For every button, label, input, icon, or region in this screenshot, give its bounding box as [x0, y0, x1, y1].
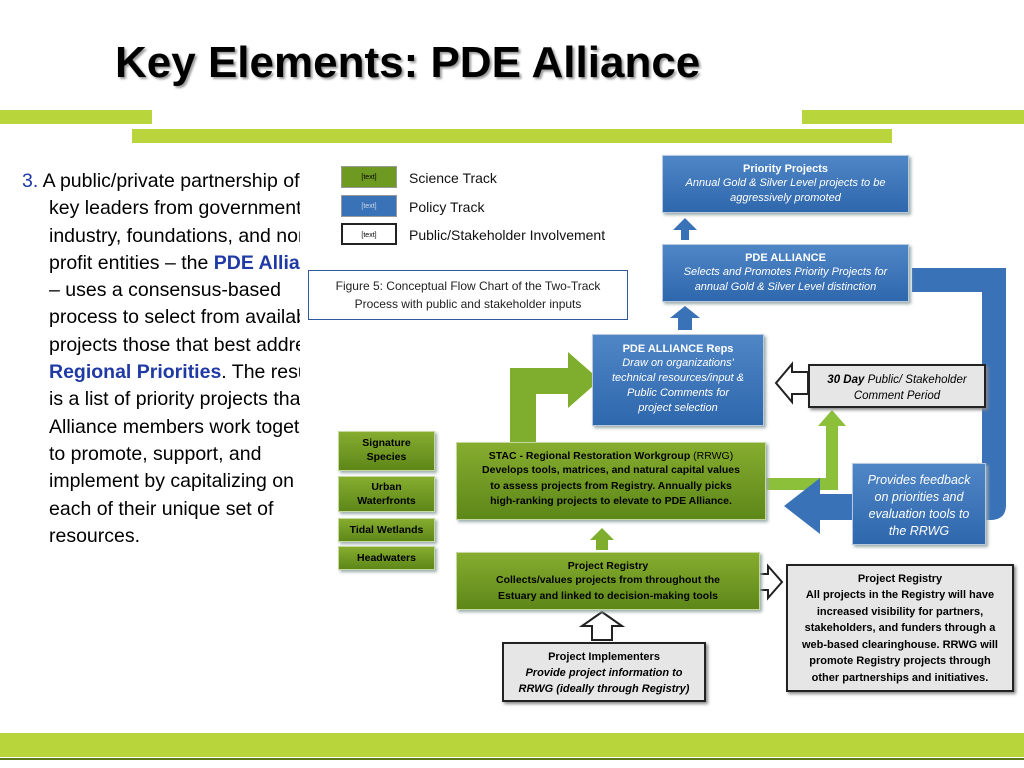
slide-title: Key Elements: PDE Alliance	[115, 38, 701, 87]
bottom-bar-line	[0, 758, 1024, 760]
feedback-line-1: Provides feedback	[867, 473, 971, 487]
signature-species-box: Signature Species	[338, 431, 435, 471]
pde-alliance-line-2: annual Gold & Silver Level distinction	[694, 281, 877, 293]
feedback-line-4: the RRWG	[888, 524, 950, 538]
project-registry-line-2: Estuary and linked to decision-making to…	[498, 589, 718, 602]
legend-science-label: Science Track	[409, 170, 497, 186]
headwaters-label: Headwaters	[357, 552, 416, 564]
stac-line-2: to assess projects from Registry. Annual…	[490, 479, 732, 492]
pde-reps-line-4: project selection	[638, 402, 718, 414]
arrow-comment-to-reps	[774, 361, 809, 405]
comment-period-line-1: 30 Day Public/ Stakeholder	[810, 372, 984, 388]
pde-reps-line-1: Draw on organizations'	[622, 357, 734, 369]
pde-reps-box: PDE ALLIANCE Reps Draw on organizations'…	[592, 334, 764, 426]
body-part-1: A public/private partnership of key lead…	[42, 170, 316, 274]
tidal-wetlands-box: Tidal Wetlands	[338, 518, 435, 542]
legend-science-swatch: [text]	[341, 166, 397, 188]
pde-reps-title: PDE ALLIANCE Reps	[622, 343, 734, 355]
registry-note-line-3: stakeholders, and funders through a	[804, 622, 996, 634]
registry-note-line-5: promote Registry projects through	[809, 655, 991, 667]
urban-waterfronts-box: Urban Waterfronts	[338, 476, 435, 512]
stac-line-1: Develops tools, matrices, and natural ca…	[482, 464, 740, 476]
tidal-wetlands-label: Tidal Wetlands	[349, 524, 424, 536]
top-bar-right	[802, 110, 1024, 124]
pde-reps-line-3: Public Comments for	[626, 387, 730, 399]
urban-waterfronts-line-2: Waterfronts	[357, 495, 416, 507]
body-part-3: . The result is a list of priority proje…	[49, 361, 328, 547]
body-text: 3. A public/private partnership of key l…	[10, 168, 334, 550]
feedback-line-3: evaluation tools to	[868, 507, 970, 521]
implementers-title: Project Implementers	[548, 651, 660, 663]
arrow-stac-to-reps	[510, 352, 600, 445]
feedback-box: Provides feedback on priorities and eval…	[852, 463, 986, 545]
priority-projects-box: Priority Projects Annual Gold & Silver L…	[662, 155, 909, 213]
headwaters-box: Headwaters	[338, 546, 435, 570]
implementers-line-1: Provide project information to	[525, 667, 683, 679]
body-part-2: – uses a consensus-based process to sele…	[49, 279, 326, 356]
implementers-line-2: RRWG (ideally through Registry)	[518, 683, 690, 695]
legend-public-label: Public/Stakeholder Involvement	[409, 227, 606, 243]
priority-projects-line-1: Annual Gold & Silver Level projects to b…	[685, 177, 886, 189]
priority-projects-line-2: aggressively promoted	[730, 192, 841, 204]
registry-note-line-6: other partnerships and initiatives.	[811, 671, 989, 684]
list-number: 3.	[22, 170, 39, 192]
urban-waterfronts-line-1: Urban	[371, 481, 402, 493]
stac-line-3: high-ranking projects to elevate to PDE …	[490, 495, 732, 507]
project-registry-title: Project Registry	[567, 560, 649, 572]
legend-policy-label: Policy Track	[409, 199, 485, 215]
registry-note-box: Project Registry All projects in the Reg…	[786, 564, 1014, 692]
priority-projects-title: Priority Projects	[743, 163, 828, 175]
legend-public-swatch: [text]	[341, 223, 397, 245]
highlight-regional-priorities: Regional Priorities	[49, 361, 222, 384]
signature-species-line-1: Signature	[362, 437, 411, 449]
registry-note-line-2: increased visibility for partners,	[816, 605, 984, 618]
bottom-bar	[0, 733, 1024, 757]
stac-title-line: STAC - Regional Restoration Workgroup (R…	[457, 449, 765, 463]
registry-note-line-4: web-based clearinghouse. RRWG will	[801, 638, 998, 651]
pde-alliance-line-1: Selects and Promotes Priority Projects f…	[683, 266, 888, 278]
project-registry-line-1: Collects/values projects from throughout…	[495, 574, 721, 586]
registry-note-line-1: All projects in the Registry will have	[805, 589, 995, 601]
top-bar-middle	[132, 129, 892, 143]
pde-alliance-title: PDE ALLIANCE	[745, 252, 826, 264]
arrow-up-to-registry	[578, 610, 626, 641]
stac-title-suffix: (RRWG)	[690, 450, 734, 462]
top-bar-left	[0, 110, 152, 124]
stac-title: STAC - Regional Restoration Workgroup	[488, 450, 691, 462]
stac-box: STAC - Regional Restoration Workgroup (R…	[456, 442, 766, 520]
arrow-up-to-alliance	[670, 306, 700, 330]
feedback-line-2: on priorities and	[874, 490, 964, 504]
comment-period-rest: Public/ Stakeholder	[864, 374, 967, 386]
comment-period-line-2: Comment Period	[853, 390, 941, 402]
pde-reps-line-2: technical resources/input &	[611, 372, 745, 384]
arrow-stac-to-feedback	[765, 410, 846, 490]
project-implementers-box: Project Implementers Provide project inf…	[502, 642, 706, 702]
caption-line-2: Process with public and stakeholder inpu…	[354, 297, 582, 311]
legend-policy-swatch: [text]	[341, 195, 397, 217]
arrow-up-to-priority	[673, 218, 697, 240]
project-registry-box: Project Registry Collects/values project…	[456, 552, 760, 610]
caption-line-1: Figure 5: Conceptual Flow Chart of the T…	[335, 279, 601, 293]
comment-period-box: 30 Day Public/ Stakeholder Comment Perio…	[808, 364, 986, 408]
comment-period-bold: 30 Day	[827, 374, 865, 386]
figure-caption: Figure 5: Conceptual Flow Chart of the T…	[308, 270, 628, 320]
pde-alliance-box: PDE ALLIANCE Selects and Promotes Priori…	[662, 244, 909, 302]
arrow-up-to-stac	[590, 528, 614, 550]
signature-species-line-2: Species	[366, 451, 407, 463]
registry-note-title: Project Registry	[857, 573, 943, 585]
